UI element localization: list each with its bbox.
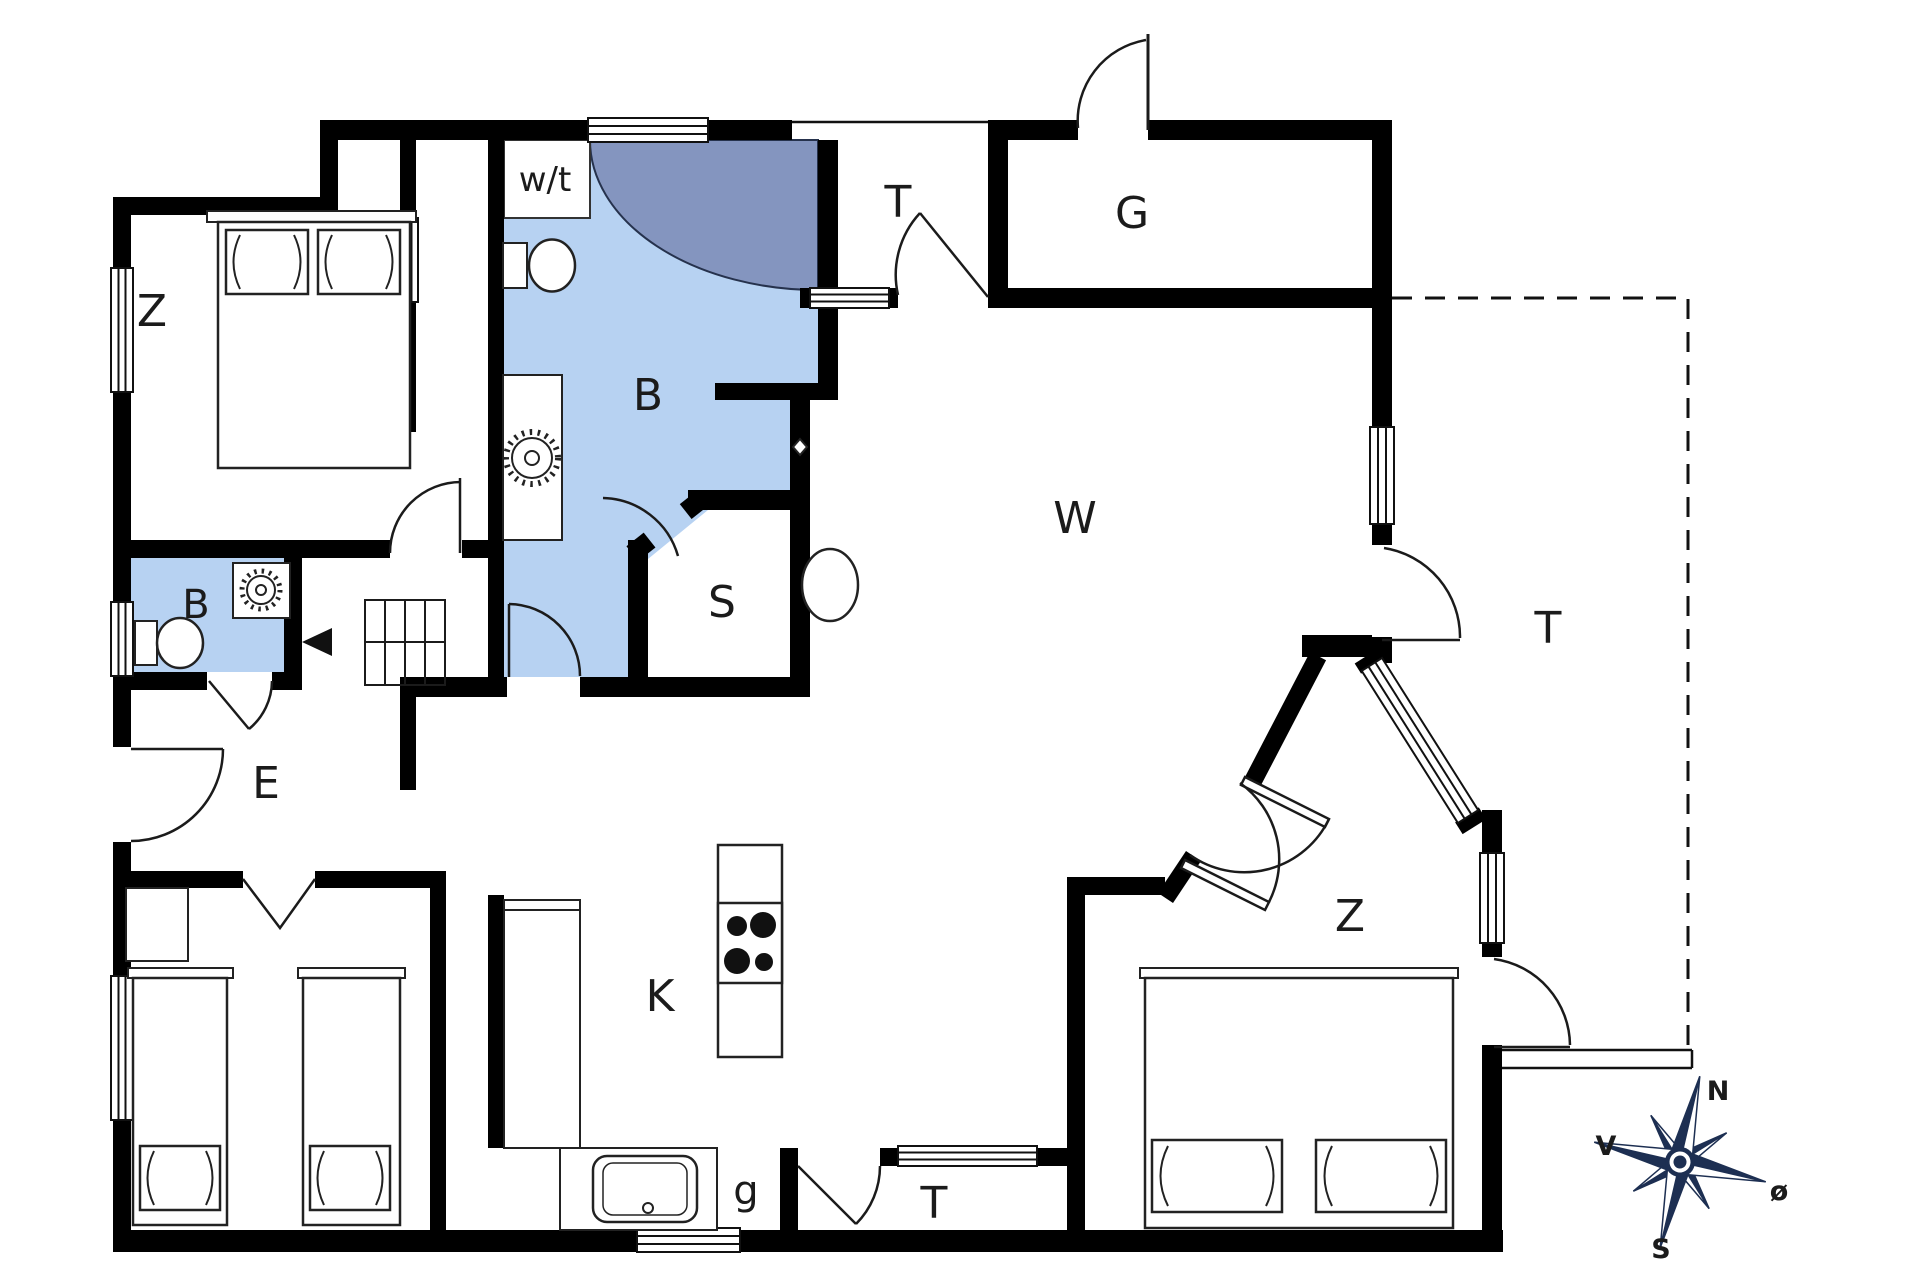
room-label-bedroom-se: Z: [1335, 891, 1365, 942]
room-label-kitchen: K: [646, 971, 676, 1022]
door-nw-bedroom: [388, 478, 462, 554]
faucet: [642, 1202, 654, 1214]
room-label-pantry: g: [733, 1168, 758, 1214]
doors: [130, 34, 1572, 1225]
burner: [755, 953, 773, 971]
room-label-terrace-north: T: [884, 177, 912, 228]
room-label-terrace-east: T: [1534, 603, 1562, 654]
window-kitchen-south: [636, 1227, 741, 1253]
burner: [724, 948, 750, 974]
window-nw-bedroom: [110, 267, 134, 393]
room-label-hall: E: [252, 758, 280, 809]
room-label-terrace-south: T: [920, 1178, 948, 1229]
window-terrace-south: [897, 1145, 1038, 1167]
terrace-edge: [1502, 1048, 1694, 1070]
kitchen-counter: [503, 899, 581, 1149]
toilet-main-bath: [502, 238, 577, 293]
door-entrance-hall: [130, 747, 225, 843]
compass-label-north: N: [1707, 1076, 1730, 1107]
kitchen-sink-counter: [559, 1147, 718, 1231]
site-lines: [792, 120, 1694, 1070]
window-east-bedroom: [1479, 852, 1505, 944]
kitchen-island-stove: [716, 843, 784, 1059]
staircase: [302, 599, 446, 686]
sauna-floor: [648, 510, 790, 677]
room-labels: Z B w/t B S E W K g G T T T Z: [137, 160, 1562, 1229]
door-small-bath: [208, 680, 274, 730]
window-porch: [809, 287, 890, 309]
side-table: [800, 547, 860, 623]
door-main-entrance: [894, 212, 989, 298]
closet-sw-bedroom: [125, 887, 189, 962]
window-sw-bedroom: [110, 975, 134, 1121]
vanity-small-bath: [232, 562, 291, 619]
compass-label-south: S: [1651, 1234, 1670, 1265]
terrace-dashed-boundary: [1392, 296, 1690, 1048]
vanity-main-bath: [502, 374, 563, 541]
window-east-upper: [1369, 426, 1395, 525]
room-label-garage: G: [1115, 188, 1149, 239]
compass-label-east: ø: [1770, 1176, 1789, 1207]
room-label-sauna: S: [708, 577, 736, 628]
burner: [727, 916, 747, 936]
door-double-living-bedroom: [1179, 775, 1331, 912]
door-living-terrace-east: [1382, 546, 1462, 642]
room-label-living: W: [1053, 493, 1097, 544]
burner: [750, 912, 776, 938]
room-label-bedroom-nw: Z: [137, 286, 167, 337]
window-small-bath: [110, 601, 134, 677]
window-bay-angled: [1354, 648, 1487, 835]
furniture: [125, 210, 1459, 1231]
room-label-bathroom-small: B: [182, 582, 209, 628]
vent-symbol: [791, 437, 809, 457]
sauna-block: [626, 490, 810, 697]
compass-label-west: V: [1596, 1131, 1617, 1162]
bed-single-right: [297, 967, 406, 1227]
door-main-bath: [507, 602, 582, 677]
compass-cardinal-points: [1593, 1075, 1767, 1249]
shower-corner: [588, 139, 819, 292]
compass-rose: N S V ø: [1593, 1075, 1789, 1265]
bed-single-left: [127, 967, 234, 1227]
room-label-bathroom-main: B: [633, 370, 663, 421]
window-top-bathroom: [587, 117, 709, 143]
room-label-utility: w/t: [519, 160, 572, 200]
toilet-small-bath: [134, 616, 205, 670]
door-garage: [1076, 34, 1150, 130]
door-se-bedroom-terrace: [1493, 957, 1572, 1049]
stairs-direction-arrow: [302, 628, 332, 656]
door-sauna: [602, 496, 680, 557]
bed-double-se: [1139, 967, 1459, 1230]
bed-double-nw: [206, 210, 417, 470]
door-folding-sw-bedroom: [242, 878, 317, 931]
door-terrace-south: [797, 1165, 882, 1225]
